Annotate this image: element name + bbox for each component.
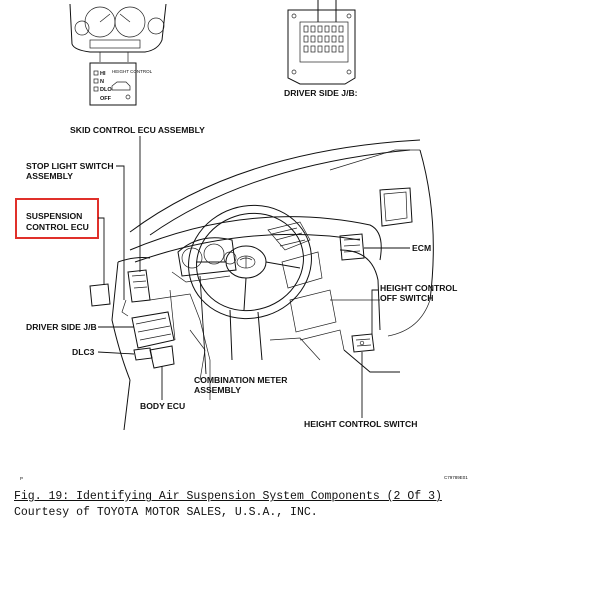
combination-meter-label-line1: COMBINATION METER (194, 375, 288, 385)
panel-dlo-label: DLO (100, 87, 112, 93)
figure-caption: Fig. 19: Identifying Air Suspension Syst… (14, 490, 442, 503)
stop-light-switch-label-line1: STOP LIGHT SWITCH (26, 161, 114, 171)
body-ecu-label: BODY ECU (140, 401, 185, 411)
driver-side-jb-inset-label: DRIVER SIDE J/B: (284, 88, 358, 98)
driver-side-jb-label: DRIVER SIDE J/B (26, 322, 97, 332)
figure-credit: Courtesy of TOYOTA MOTOR SALES, U.S.A., … (14, 506, 318, 519)
panel-height-control-label: HEIGHT CONTROL (112, 69, 153, 74)
panel-off-label: OFF (100, 96, 112, 102)
figure-code-label: C79789E01 (444, 475, 468, 480)
suspension-control-ecu-label-line2: CONTROL ECU (26, 222, 89, 232)
callouts: SKID CONTROL ECU ASSEMBLY STOP LIGHT SWI… (15, 125, 468, 481)
dashboard-drawing (89, 139, 434, 431)
suspension-control-ecu-highlight (15, 198, 99, 239)
skid-control-ecu-label: SKID CONTROL ECU ASSEMBLY (70, 125, 205, 135)
panel-n-label: N (100, 79, 104, 85)
height-control-off-switch-label-line1: HEIGHT CONTROL (380, 283, 457, 293)
combination-meter-label-line2: ASSEMBLY (194, 385, 241, 395)
stop-light-switch-label-line2: ASSEMBLY (26, 171, 73, 181)
driver-side-jb-inset: DRIVER SIDE J/B: (284, 0, 358, 98)
ecm-label: ECM (412, 243, 431, 253)
vehicle-icon (111, 81, 131, 91)
height-control-off-switch-label-line2: OFF SWITCH (380, 293, 433, 303)
corner-p-label: P (20, 476, 23, 481)
panel-hi-label: HI (100, 71, 106, 77)
dlc3-label: DLC3 (72, 347, 95, 357)
height-control-switch-label: HEIGHT CONTROL SWITCH (304, 419, 417, 429)
suspension-control-ecu-label-line1: SUSPENSION (26, 211, 82, 221)
combination-meter-inset: HI N DLO OFF HEIGHT CONTROL (69, 3, 167, 106)
